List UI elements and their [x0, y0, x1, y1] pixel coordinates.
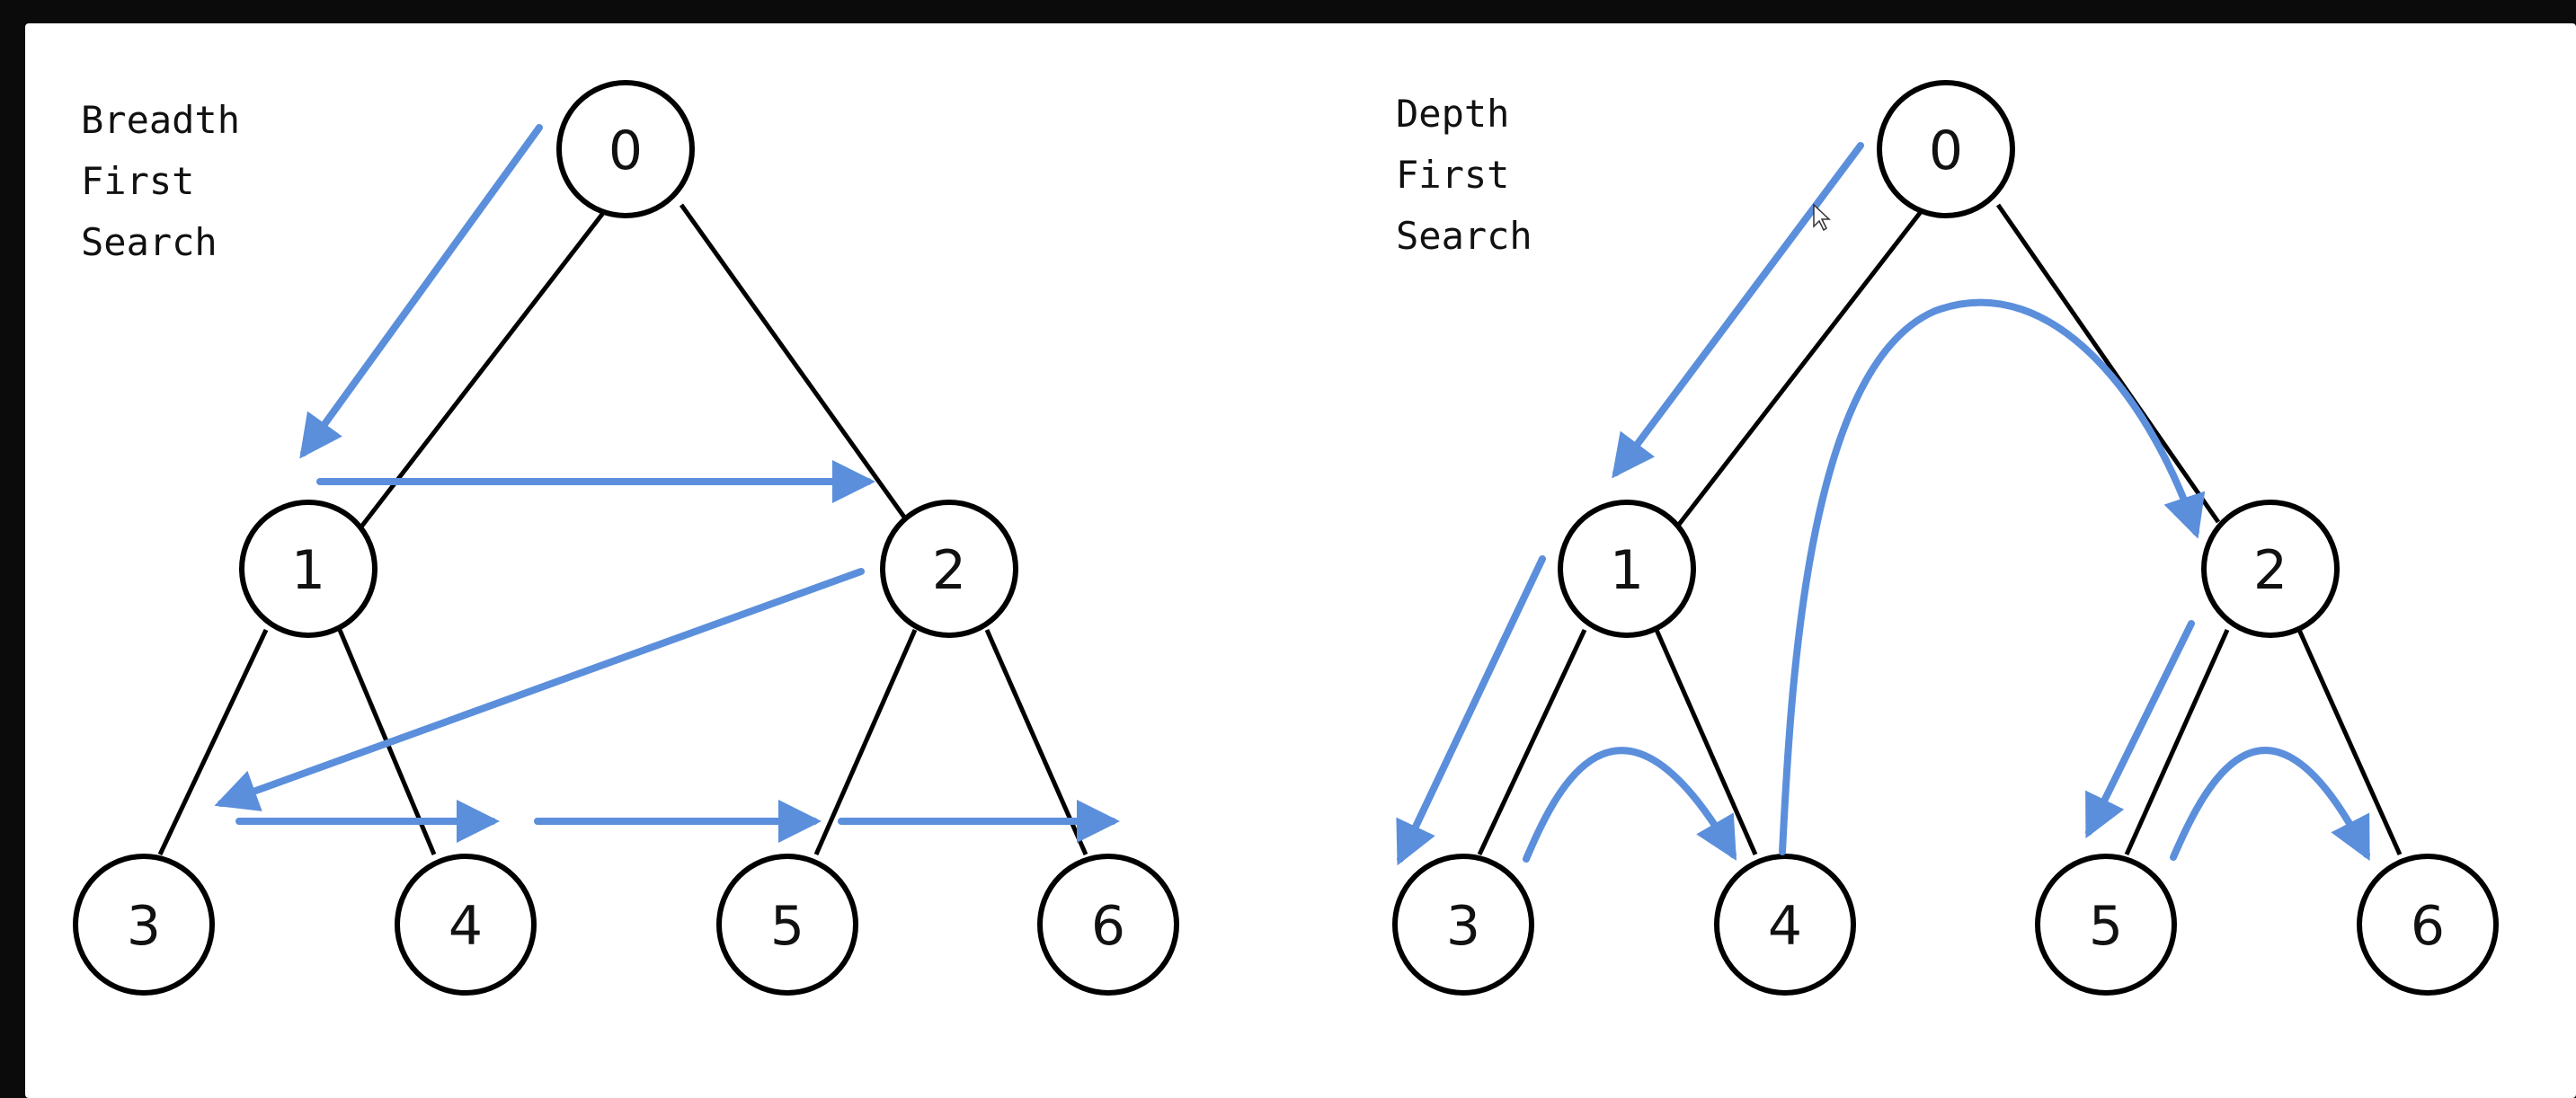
dfs-arrow-5-to-6 [2170, 747, 2370, 862]
dfs-edge-1-3 [1477, 628, 1587, 856]
dfs-node-0-label: 0 [1929, 120, 1963, 182]
diagram-canvas: Breadth First Search 0 1 2 [25, 23, 2576, 1098]
bfs-edge-1-3 [157, 628, 269, 856]
bfs-node-1-label: 1 [291, 539, 325, 602]
dfs-node-5: 5 [2035, 854, 2177, 996]
bfs-node-0: 0 [556, 80, 695, 218]
bfs-title-line-2: First [81, 159, 194, 203]
bfs-node-2-label: 2 [932, 539, 966, 602]
traversal-diagram: Breadth First Search 0 1 2 [73, 80, 2499, 996]
bfs-node-1: 1 [239, 500, 378, 638]
dfs-arrow-4-to-2 [1779, 298, 2206, 855]
dfs-arrow-3-to-4 [1523, 747, 1737, 863]
dfs-node-1: 1 [1558, 500, 1696, 638]
dfs-arrow-0-to-1 [1612, 142, 1864, 479]
mouse-cursor-icon [1813, 203, 1831, 232]
bfs-arrow-2-to-3 [214, 568, 865, 811]
dfs-node-2-label: 2 [2253, 539, 2287, 602]
bfs-edge-2-5 [813, 628, 918, 856]
dfs-edge-0-1 [1670, 203, 1928, 536]
dfs-node-1-label: 1 [1610, 539, 1644, 602]
dfs-node-3-label: 3 [1446, 895, 1480, 958]
dfs-title-line-1: Depth [1396, 92, 1509, 136]
bfs-node-2: 2 [880, 500, 1018, 638]
bfs-node-5: 5 [716, 854, 858, 996]
bfs-node-6-label: 6 [1091, 895, 1125, 958]
dfs-node-3: 3 [1392, 854, 1534, 996]
dfs-node-6-label: 6 [2411, 895, 2445, 958]
dfs-node-4-label: 4 [1768, 895, 1802, 958]
bfs-title-line-3: Search [81, 220, 218, 264]
bfs-edge-2-6 [984, 628, 1088, 856]
dfs-node-4: 4 [1714, 854, 1856, 996]
bfs-arrow-0-to-1 [299, 124, 543, 459]
dfs-title-line-3: Search [1396, 214, 1532, 258]
dfs-edge-1-4 [1654, 628, 1758, 856]
dfs-node-2: 2 [2201, 500, 2340, 638]
dfs-edge-0-2 [1995, 203, 2221, 524]
bfs-node-4: 4 [395, 854, 537, 996]
dfs-node-0: 0 [1877, 80, 2015, 218]
dfs-arrow-1-to-3 [1396, 555, 1546, 866]
bfs-node-3-label: 3 [127, 895, 161, 958]
bfs-node-0-label: 0 [608, 120, 643, 182]
bfs-node-6: 6 [1037, 854, 1179, 996]
bfs-node-4-label: 4 [449, 895, 483, 958]
dfs-node-5-label: 5 [2089, 895, 2123, 958]
dfs-panel: Depth First Search 0 1 2 [1392, 80, 2499, 996]
dfs-title-line-2: First [1396, 153, 1509, 197]
dfs-arrow-2-to-5 [2085, 620, 2195, 839]
bfs-title-line-1: Breadth [81, 98, 240, 142]
bfs-panel: Breadth First Search 0 1 2 [73, 80, 1179, 996]
dfs-node-6: 6 [2357, 854, 2499, 996]
bfs-edge-0-2 [679, 203, 910, 524]
dfs-edge-2-5 [2124, 628, 2230, 856]
bfs-node-5-label: 5 [770, 895, 804, 958]
dfs-edge-2-6 [2296, 628, 2403, 856]
bfs-node-3: 3 [73, 854, 215, 996]
